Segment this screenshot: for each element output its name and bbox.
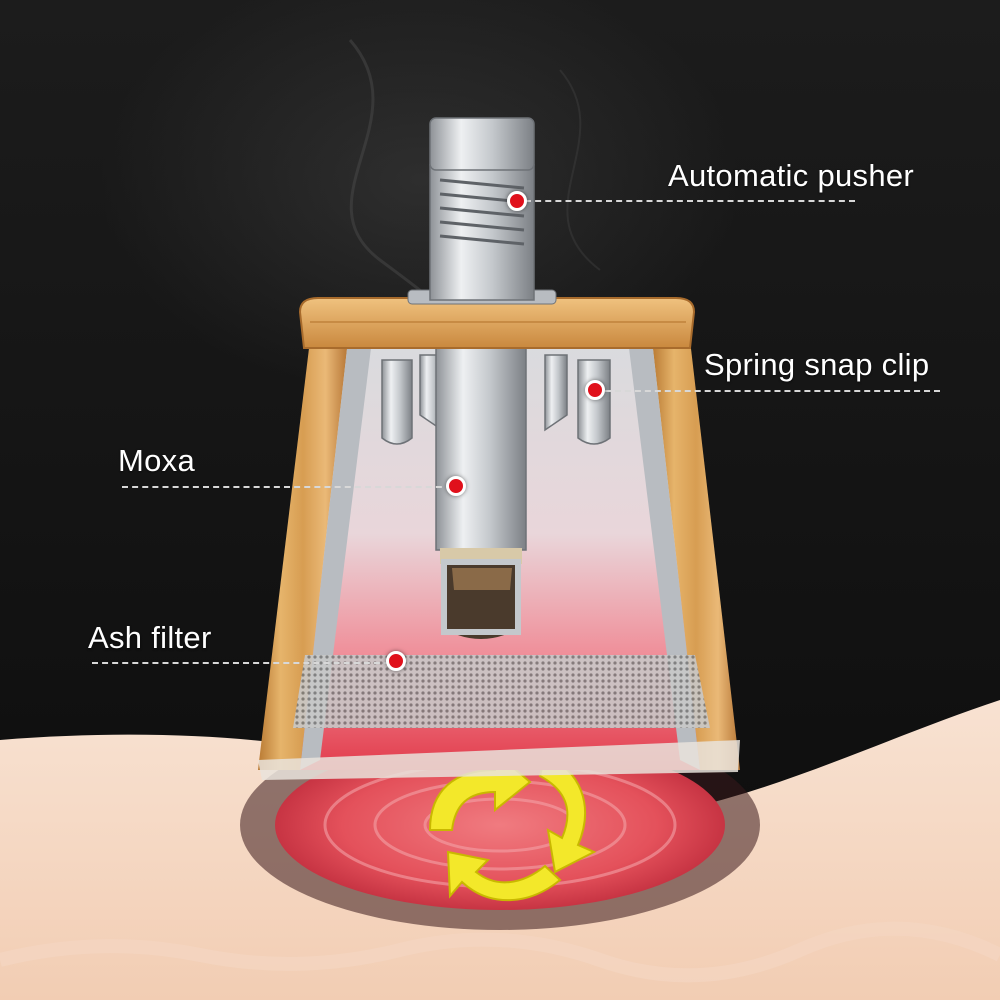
marker-ash-filter [386, 651, 406, 671]
moxa-tube [435, 339, 527, 551]
leader-moxa [122, 486, 452, 488]
leader-automatic-pusher [525, 200, 855, 202]
marker-spring-snap-clip [585, 380, 605, 400]
marker-moxa [446, 476, 466, 496]
pusher-cap [429, 117, 535, 171]
label-moxa: Moxa [118, 443, 196, 478]
leader-ash-filter [92, 662, 390, 664]
ash-filter-mesh [293, 655, 710, 728]
skin-fold [0, 921, 1000, 983]
moxa-holder-cup [441, 559, 521, 635]
leader-spring-snap-clip [605, 390, 940, 392]
marker-automatic-pusher [507, 191, 527, 211]
label-automatic-pusher: Automatic pusher [668, 158, 915, 193]
heat-spot [275, 740, 725, 910]
smoke-wisp [559, 69, 601, 271]
bamboo-wall-right [652, 340, 740, 770]
label-ash-filter: Ash filter [88, 620, 212, 655]
label-spring-snap-clip: Spring snap clip [704, 347, 930, 382]
base-lip [258, 740, 740, 780]
